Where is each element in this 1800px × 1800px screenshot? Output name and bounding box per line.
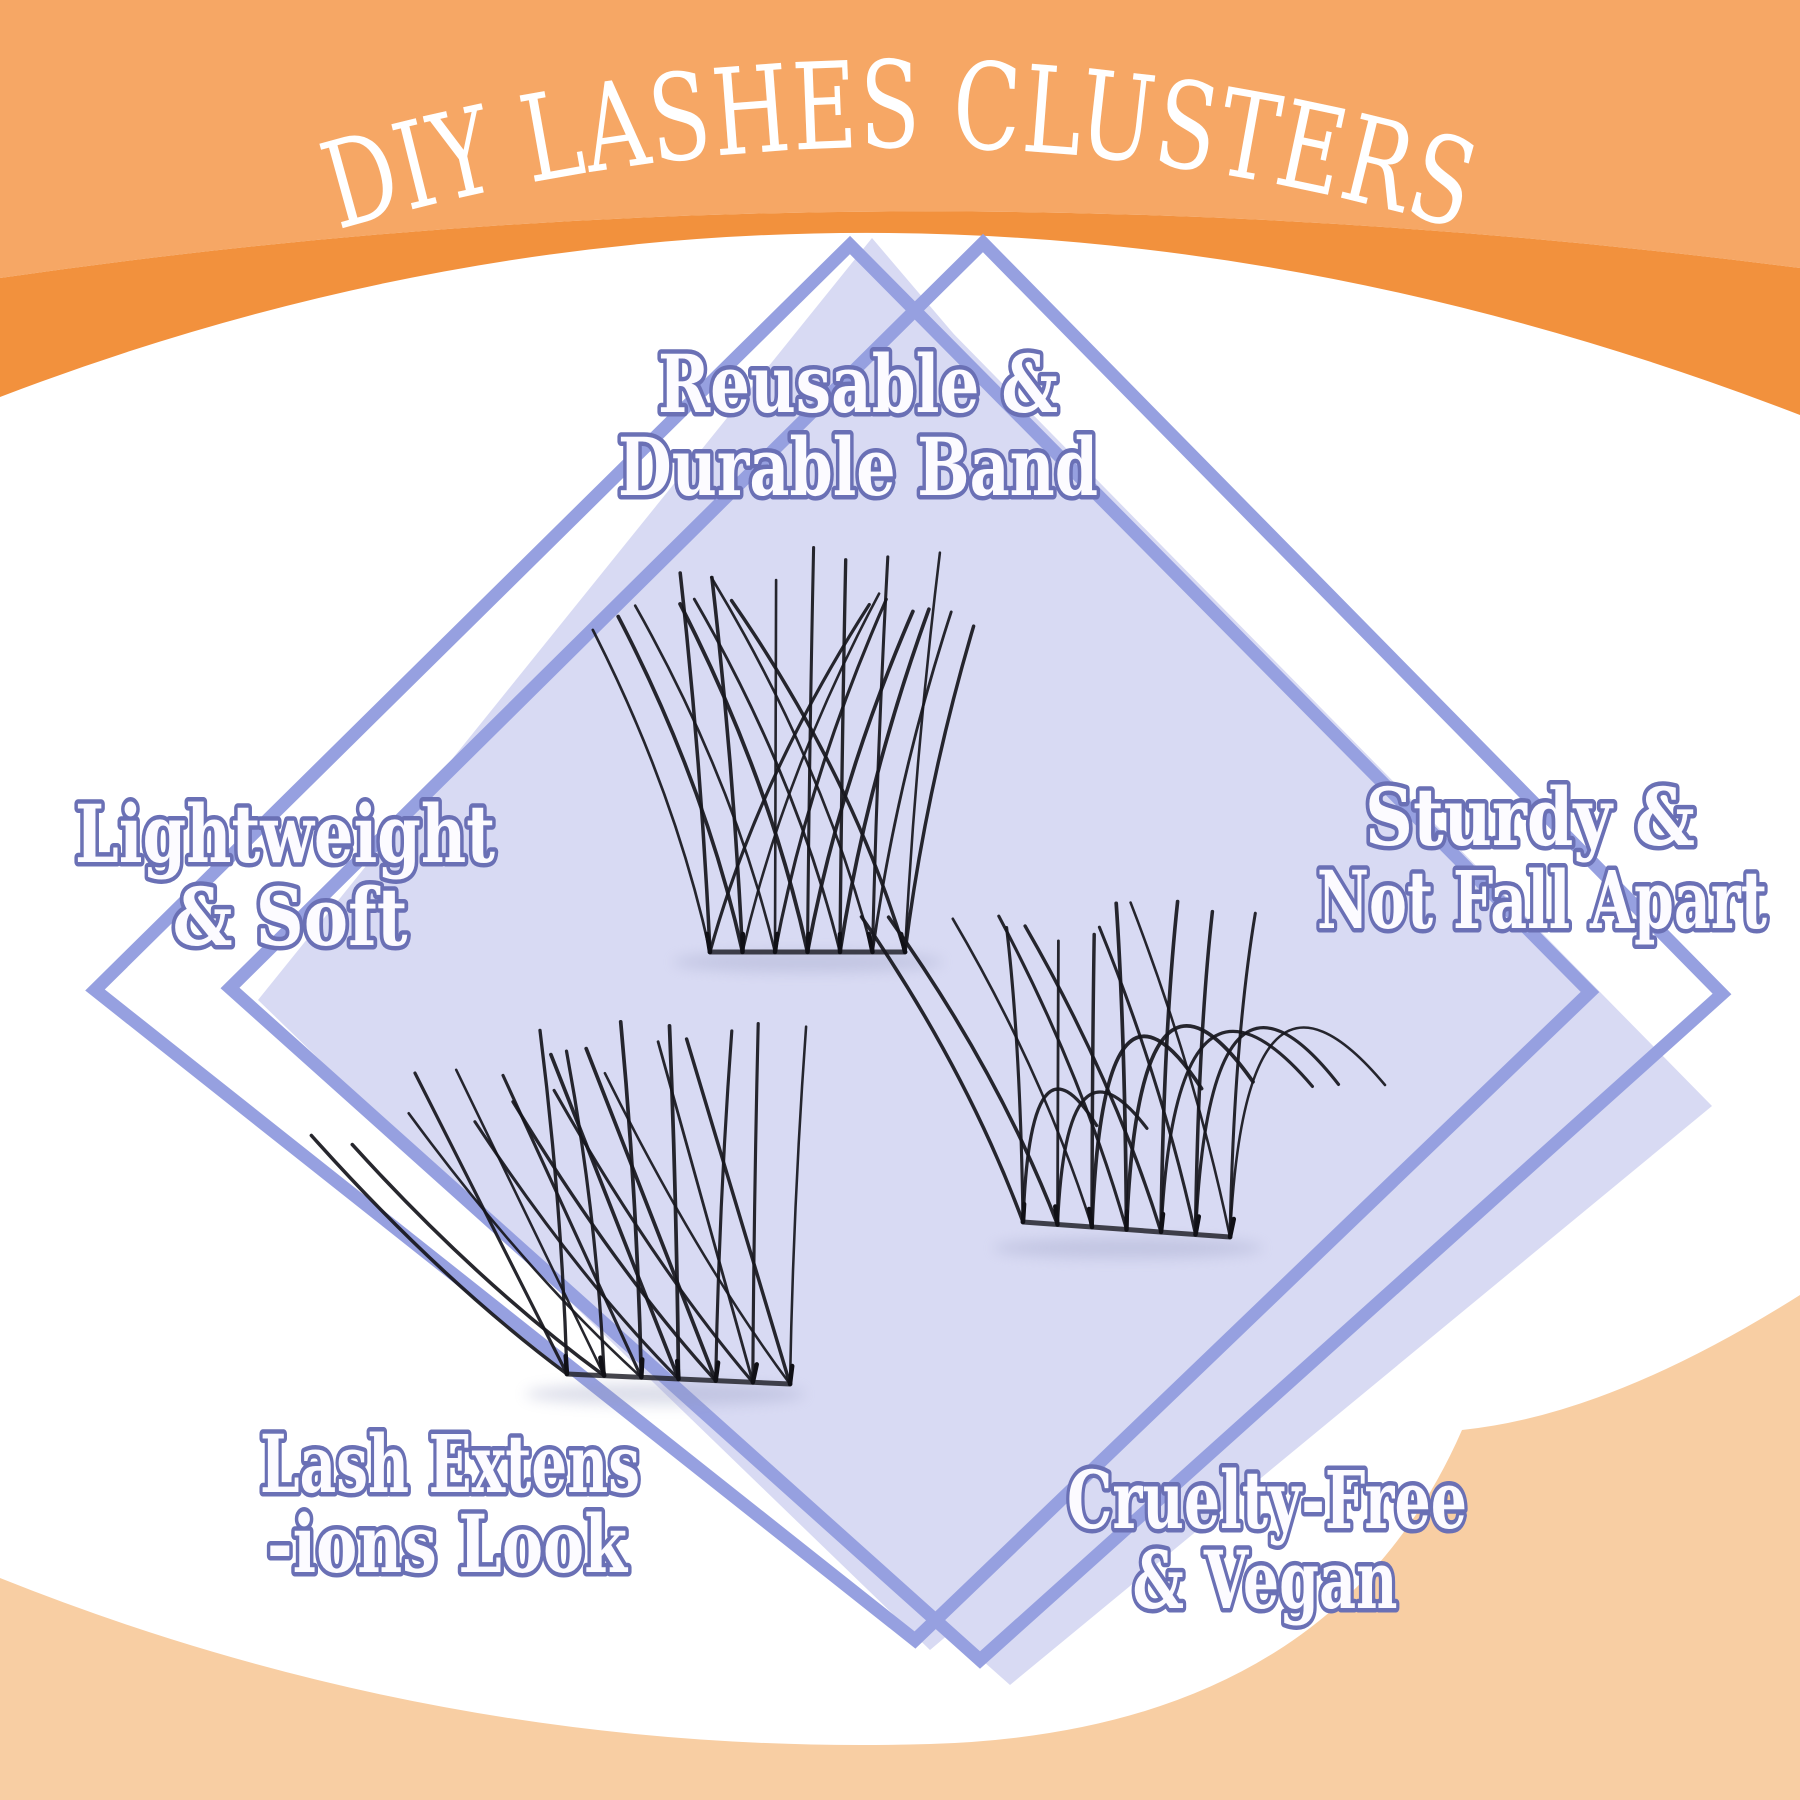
header-band-dark — [0, 211, 1800, 415]
diamond-backdrop — [85, 233, 1732, 1685]
lash-cluster-top — [591, 546, 976, 972]
feature-bottom-left-line1: Lash Extens — [260, 1417, 640, 1511]
diamond-fill-secondary — [345, 320, 1712, 1685]
feature-bottom-right-line1: Cruelty-Free — [1067, 1453, 1467, 1547]
feature-label-lightweight-soft: Lightweight & Soft — [71, 783, 500, 969]
feature-label-reusable-durable: Reusable & Durable Band — [614, 333, 1103, 519]
feature-bottom-left-line2: -ions Look — [267, 1497, 628, 1591]
lash-cluster-bottom-left — [309, 1019, 808, 1405]
diamond-outline-outer — [85, 235, 1600, 1649]
lash-cluster-right — [859, 899, 1387, 1258]
feature-right-line2: Not Fall Apart — [1317, 853, 1767, 947]
feature-bottom-right-line2: & Vegan — [1133, 1533, 1398, 1627]
feature-top-line2: Durable Band — [618, 420, 1098, 514]
feature-label-sturdy-not-fall-apart: Sturdy & Not Fall Apart — [1313, 766, 1772, 952]
feature-top-line1: Reusable & — [658, 337, 1058, 431]
header-band-light — [0, 0, 1800, 278]
feature-label-lash-extensions-look: Lash Extens -ions Look — [256, 1413, 645, 1596]
feature-left-line2: & Soft — [173, 870, 408, 964]
feature-right-line1: Sturdy & — [1365, 770, 1695, 864]
feature-left-line1: Lightweight — [75, 787, 495, 881]
feature-label-cruelty-free-vegan: Cruelty-Free & Vegan — [1063, 1449, 1472, 1632]
footer-band — [0, 1295, 1800, 1800]
diamond-outline-inner — [220, 233, 1732, 1669]
